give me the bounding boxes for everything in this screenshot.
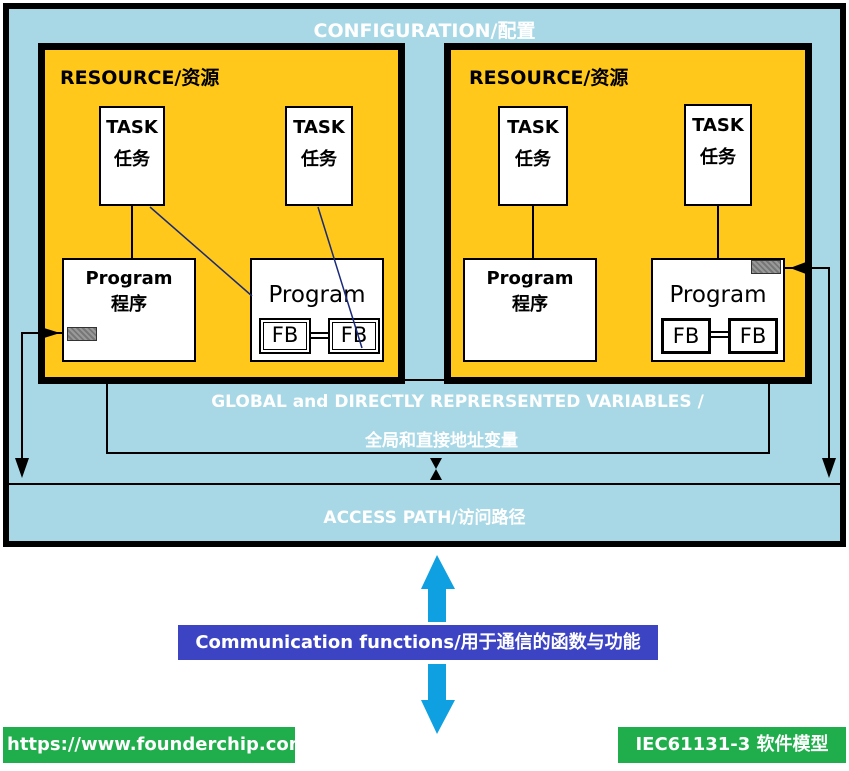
task-label-cn: 任务 [515,149,551,170]
resource-2-task-1: TASK 任务 [498,106,568,206]
resource-1-fb-1: FB [259,318,311,354]
arrow-down-icon [822,458,836,478]
resource-1-program-1-port [67,327,97,341]
program-label: Program [486,268,574,289]
program-label: Program [85,268,173,289]
resource-2-title: RESOURCE/资源 [469,67,629,89]
global-variables-bracket [106,384,770,454]
arrow-down-icon [430,458,442,469]
resource-1-task-2: TASK 任务 [285,106,353,206]
website-link[interactable]: https://www.founderchip.com [3,727,308,763]
arrow-right-icon [44,328,60,338]
communication-functions-label: Communication functions/用于通信的函数与功能 [178,625,658,660]
configuration-title: CONFIGURATION/配置 [313,20,536,42]
access-path-label: ACCESS PATH/访问路径 [323,508,526,528]
arrow-up-icon [430,469,442,480]
resource-1-program-2: Program [250,258,384,362]
program-label-cn: 程序 [111,294,147,315]
access-path-box [9,483,840,541]
task-label: TASK [293,117,345,138]
resource-2-program-1: Program 程序 [463,258,597,362]
resource-2-fb-2: FB [728,318,778,354]
resource-1-task-1: TASK 任务 [99,106,165,206]
program-label: Program [268,282,366,308]
task-label-cn: 任务 [700,147,736,168]
task-label: TASK [692,115,744,136]
task-fb-link [149,206,253,297]
task-label: TASK [507,117,559,138]
task-label-cn: 任务 [301,149,337,170]
resource-1-program-1: Program 程序 [62,258,196,362]
resource-2-program-2-port [751,260,781,274]
program-label-cn: 程序 [512,294,548,315]
global-variables-line1: GLOBAL and DIRECTLY REPRERSENTED VARIABL… [211,392,704,412]
resource-2-fb-1: FB [661,318,711,354]
model-badge: IEC61131-3 软件模型 [618,727,846,763]
arrow-left-icon [790,262,806,274]
arrow-down-icon [15,458,29,478]
task-label-cn: 任务 [114,149,150,170]
resource-2-task-2: TASK 任务 [684,104,752,206]
global-variables-line2: 全局和直接地址变量 [365,431,518,451]
access-link-left [21,332,64,470]
program-label: Program [669,282,767,308]
resource-1-title: RESOURCE/资源 [60,67,220,89]
task-fb-link [317,206,363,349]
task-label: TASK [106,117,158,138]
arrow-up-icon [421,555,455,622]
access-link-right [785,267,830,470]
arrow-down-icon [421,664,455,734]
